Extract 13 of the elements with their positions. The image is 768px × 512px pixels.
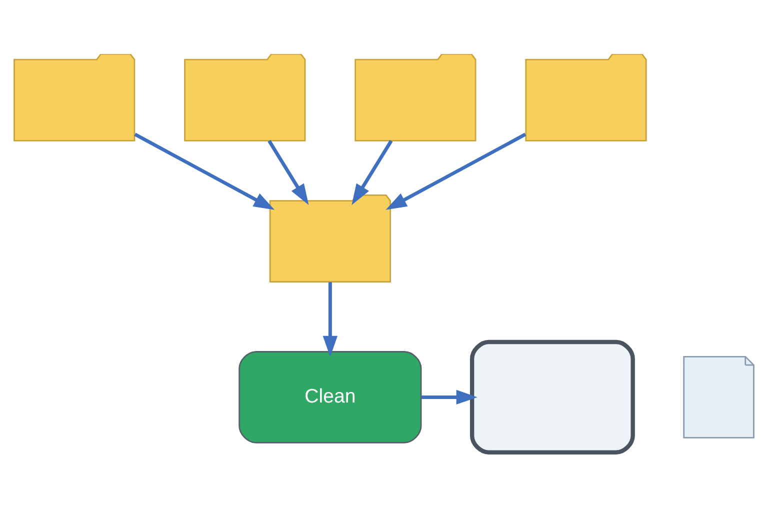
arrow: [268, 140, 309, 206]
node-monitor: [470, 340, 635, 454]
arrow: [352, 140, 393, 206]
arrow: [386, 132, 526, 210]
arrow: [322, 282, 338, 357]
node-folder: [525, 54, 647, 142]
arrow: [421, 390, 478, 405]
node-box: Clean: [238, 351, 422, 444]
arrow: [134, 132, 275, 210]
node-folder: [269, 194, 391, 283]
node-folder: [184, 54, 306, 142]
node-folder: [14, 54, 136, 142]
node-folder: [354, 54, 476, 142]
